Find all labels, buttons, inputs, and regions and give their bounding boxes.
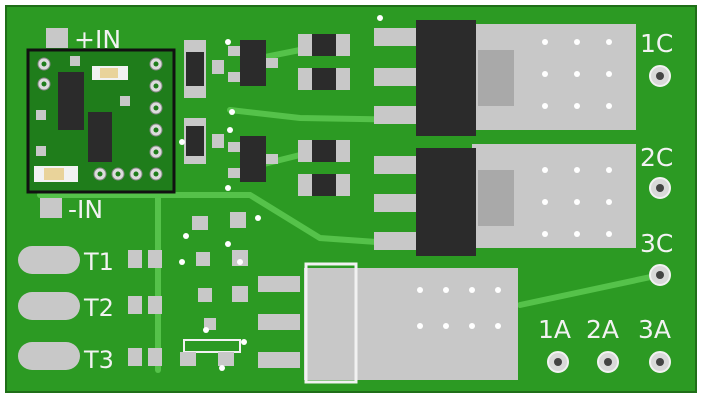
mosfet-2 bbox=[374, 144, 636, 256]
label-t3: T3 bbox=[83, 346, 114, 374]
diodes bbox=[298, 34, 350, 196]
label-plus-in: +IN bbox=[74, 25, 121, 54]
minus-in-pad[interactable] bbox=[40, 198, 62, 218]
label-3c: 3C bbox=[640, 229, 673, 258]
label-2a: 2A bbox=[586, 315, 619, 344]
label-minus-in: -IN bbox=[68, 195, 103, 224]
silkscreen-labels: +IN -IN 1C 2C 3C 1A 2A 3A T1 T2 T3 bbox=[68, 25, 673, 374]
protection-submodule bbox=[26, 48, 176, 194]
output-pads bbox=[547, 65, 671, 373]
plus-in-pad[interactable] bbox=[46, 28, 68, 48]
label-2c: 2C bbox=[640, 143, 673, 172]
vias bbox=[179, 15, 383, 371]
label-3a: 3A bbox=[638, 315, 671, 344]
label-1a: 1A bbox=[538, 315, 571, 344]
transistors bbox=[228, 40, 278, 182]
label-t1: T1 bbox=[83, 248, 114, 276]
mosfet-1 bbox=[374, 20, 636, 136]
lower-smd-parts bbox=[180, 212, 248, 366]
thermistor-pads bbox=[18, 246, 162, 370]
smd-resistors-top bbox=[184, 40, 224, 164]
mosfet-3 bbox=[258, 262, 518, 384]
label-t2: T2 bbox=[83, 294, 114, 322]
label-1c: 1C bbox=[640, 29, 673, 58]
